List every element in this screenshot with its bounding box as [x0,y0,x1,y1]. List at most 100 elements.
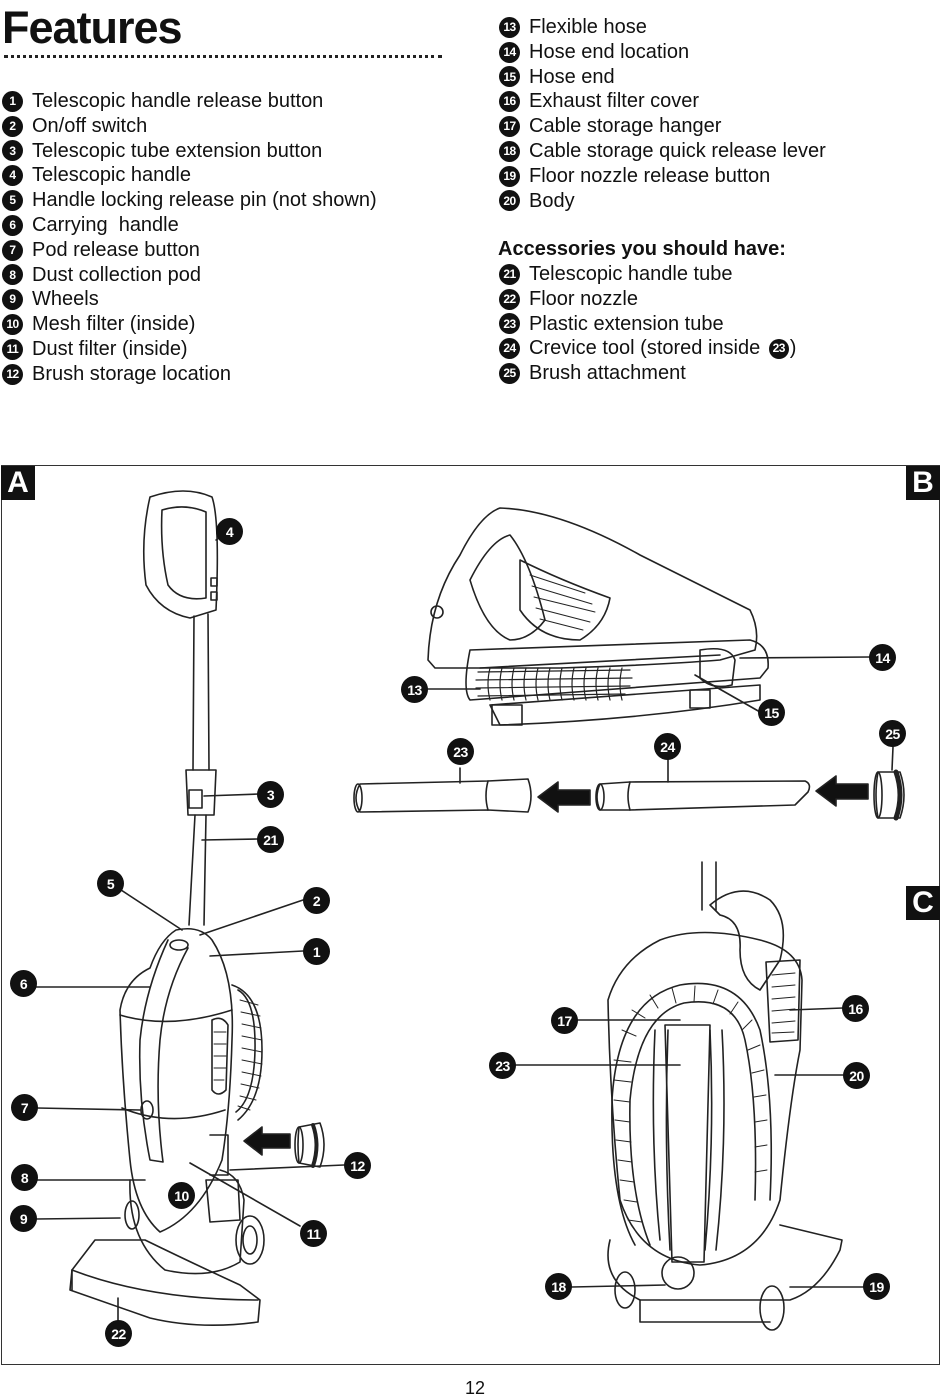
item-number-badge: 11 [2,338,23,360]
item-label-suffix: ) [789,337,797,360]
list-item: 11 Dust filter (inside) [2,337,377,362]
item-label: Handle locking release pin (not shown) [32,189,377,212]
item-label: Hose end [529,65,615,88]
item-label: On/off switch [32,114,148,137]
upright-vacuum-drawing [35,490,345,1326]
list-item: 20 Body [499,189,826,214]
callout-8: 8 [11,1164,38,1191]
item-label: Telescopic handle [32,164,191,187]
page-number: 12 [464,1378,486,1398]
callout-1: 1 [303,938,330,965]
item-label: Floor nozzle release button [529,164,771,187]
item-label: Telescopic tube extension button [32,139,323,162]
item-number-badge: 24 [499,338,520,360]
list-item: 25 Brush attachment [499,361,796,386]
item-label: Brush attachment [529,362,686,385]
callout-3: 3 [257,781,284,808]
item-label: Cable storage quick release lever [529,139,826,162]
item-number-badge: 7 [2,239,23,261]
callout-6: 6 [10,970,37,997]
list-item: 17 Cable storage hanger [499,114,826,139]
panel-label-c: C [906,886,940,920]
callout-21: 21 [257,826,284,853]
list-item: 21 Telescopic handle tube [499,262,796,287]
item-number-badge: 2 [2,115,23,137]
item-label: Dust collection pod [32,263,201,286]
list-item: 5 Handle locking release pin (not shown) [2,188,377,213]
item-number-badge: 14 [499,41,520,63]
item-number-badge: 1 [2,90,23,112]
list-item: 4 Telescopic handle [2,163,377,188]
list-item: 24 Crevice tool (stored inside 23) [499,336,796,361]
callout-23: 23 [447,738,474,765]
item-number-badge: 15 [499,66,520,88]
item-number-badge: 8 [2,264,23,286]
item-label: Hose end location [529,40,690,63]
callout-18: 18 [545,1273,572,1300]
item-number-badge: 6 [2,214,23,236]
callout-17: 17 [551,1007,578,1034]
callout-7: 7 [11,1094,38,1121]
callout-14: 14 [869,644,896,671]
item-number-badge: 17 [499,116,520,138]
item-label: Crevice tool (stored inside [529,337,766,360]
list-item: 7 Pod release button [2,238,377,263]
callout-23: 23 [489,1052,516,1079]
item-number-badge: 9 [2,289,23,311]
callout-5: 5 [97,870,124,897]
list-item: 15 Hose end [499,65,826,90]
rear-view-drawing [514,861,866,1331]
list-item: 1 Telescopic handle release button [2,89,377,114]
item-reference-badge: 23 [768,338,789,359]
callout-10: 10 [168,1182,195,1209]
callout-15: 15 [758,699,785,726]
item-number-badge: 3 [2,140,23,162]
item-number-badge: 21 [499,263,520,285]
item-number-badge: 20 [499,190,520,212]
list-item: 23 Plastic extension tube [499,312,796,337]
item-number-badge: 12 [2,363,23,385]
item-label: Dust filter (inside) [32,337,188,360]
item-label: Telescopic handle tube [529,263,733,285]
features-list-left: 1 Telescopic handle release button 2 On/of… [2,89,377,387]
callout-13: 13 [401,676,428,703]
item-number-badge: 22 [499,288,520,310]
callout-9: 9 [10,1205,37,1232]
item-label: Brush storage location [32,362,232,385]
item-number-badge: 25 [499,363,520,385]
handheld-vacuum-drawing [353,507,905,821]
item-label: Pod release button [32,238,200,261]
item-label: Exhaust filter cover [529,90,700,113]
panel-label-a: A [1,466,35,500]
item-number-badge: 23 [499,313,520,335]
list-item: 8 Dust collection pod [2,263,377,288]
item-label: Flexible hose [529,16,647,38]
item-number-badge: 10 [2,314,23,336]
item-label: Body [529,189,575,212]
item-label: Telescopic handle release button [32,90,324,112]
callout-20: 20 [843,1062,870,1089]
item-label: Cable storage hanger [529,115,722,138]
callout-4: 4 [216,518,243,545]
panel-label-b: B [906,466,940,500]
list-item: 3 Telescopic tube extension button [2,139,377,164]
callout-2: 2 [303,887,330,914]
callout-25: 25 [879,720,906,747]
list-item: 12 Brush storage location [2,362,377,387]
callout-11: 11 [300,1220,327,1247]
item-label: Plastic extension tube [529,312,724,335]
item-number-badge: 4 [2,165,23,187]
list-item: 2 On/off switch [2,114,377,139]
list-item: 14 Hose end location [499,40,826,65]
callout-16: 16 [842,995,869,1022]
item-number-badge: 5 [2,190,23,212]
